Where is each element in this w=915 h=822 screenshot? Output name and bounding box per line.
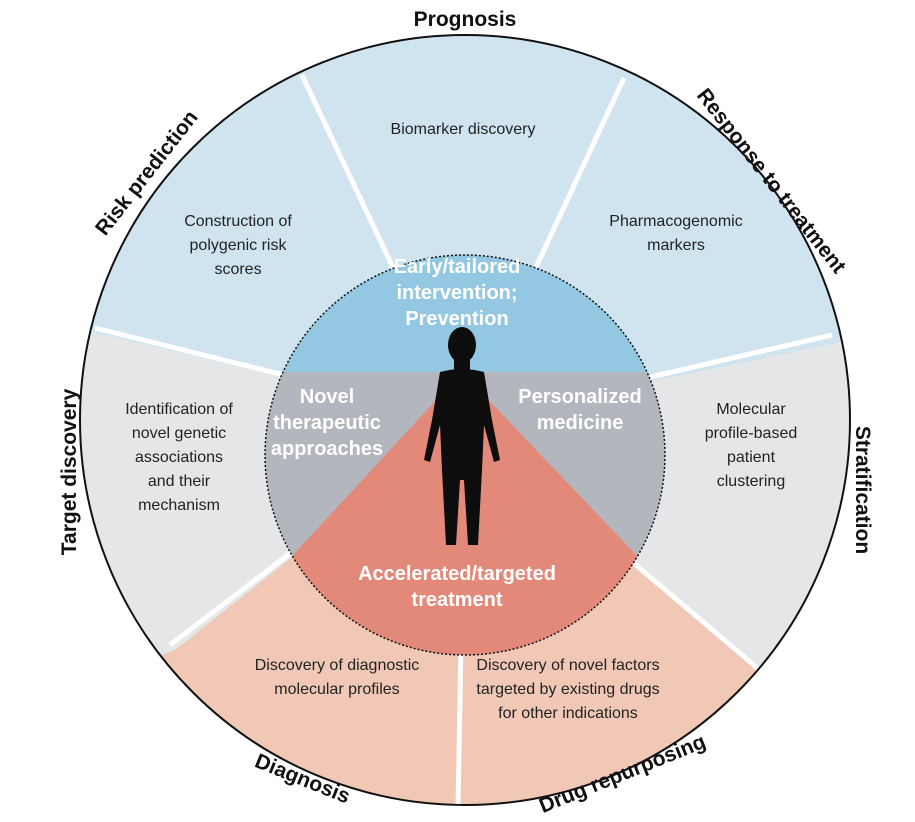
inner-left-text-line: therapeutic	[273, 412, 381, 434]
segment-risk-prediction-text-line: polygenic risk	[190, 237, 288, 254]
sector-prognosis	[300, 35, 630, 420]
inner-top-text-line: Early/tailored	[394, 256, 521, 278]
segment-drug-repurposing-text-line: for other indications	[498, 705, 638, 722]
inner-right-text-line: medicine	[537, 412, 624, 434]
inner-bottom-text-line: Accelerated/targeted	[358, 563, 556, 585]
segment-risk-prediction-text-line: scores	[214, 261, 261, 278]
label-target-discovery: Target discovery	[58, 388, 81, 555]
label-prognosis: Prognosis	[414, 8, 517, 31]
inner-bottom-text-line: treatment	[411, 589, 502, 611]
segment-stratification-text-line: clustering	[717, 473, 785, 490]
inner-left-text-line: approaches	[271, 438, 383, 460]
inner-left-text-line: Novel	[300, 386, 354, 408]
inner-right-text-line: Personalized	[518, 386, 641, 408]
inner-top-text-line: intervention;	[396, 282, 517, 304]
segment-response-text-line: Pharmacogenomic	[609, 213, 742, 230]
human-figure-icon	[424, 327, 500, 545]
segment-diagnosis-text-line: molecular profiles	[274, 681, 399, 698]
inner-circle-outline	[264, 254, 666, 656]
segment-target-discovery-text-line: mechanism	[138, 497, 220, 514]
segment-stratification-text-line: profile-based	[705, 425, 798, 442]
segment-drug-repurposing-text-line: Discovery of novel factors	[476, 657, 659, 674]
label-stratification: Stratification	[851, 426, 874, 554]
segment-response-text-line: markers	[647, 237, 705, 254]
inner-texts: Early/tailored intervention; PreventionNov…	[271, 256, 642, 611]
segment-stratification-text-line: patient	[727, 449, 776, 466]
inner-top-text-line: Prevention	[405, 308, 508, 330]
segment-target-discovery-text-line: and their	[148, 473, 211, 490]
segment-target-discovery-text-line: Identification of	[125, 401, 233, 418]
segment-target-discovery-text-line: novel genetic	[132, 425, 226, 442]
segment-prognosis-text-line: Biomarker discovery	[391, 121, 536, 138]
segment-stratification-text-line: Molecular	[716, 401, 786, 418]
segment-diagnosis-text-line: Discovery of diagnostic	[255, 657, 420, 674]
segment-drug-repurposing-text-line: targeted by existing drugs	[476, 681, 659, 698]
outer-circle-outline	[79, 34, 851, 806]
segment-risk-prediction-text-line: Construction of	[184, 213, 292, 230]
segment-target-discovery-text-line: associations	[135, 449, 223, 466]
